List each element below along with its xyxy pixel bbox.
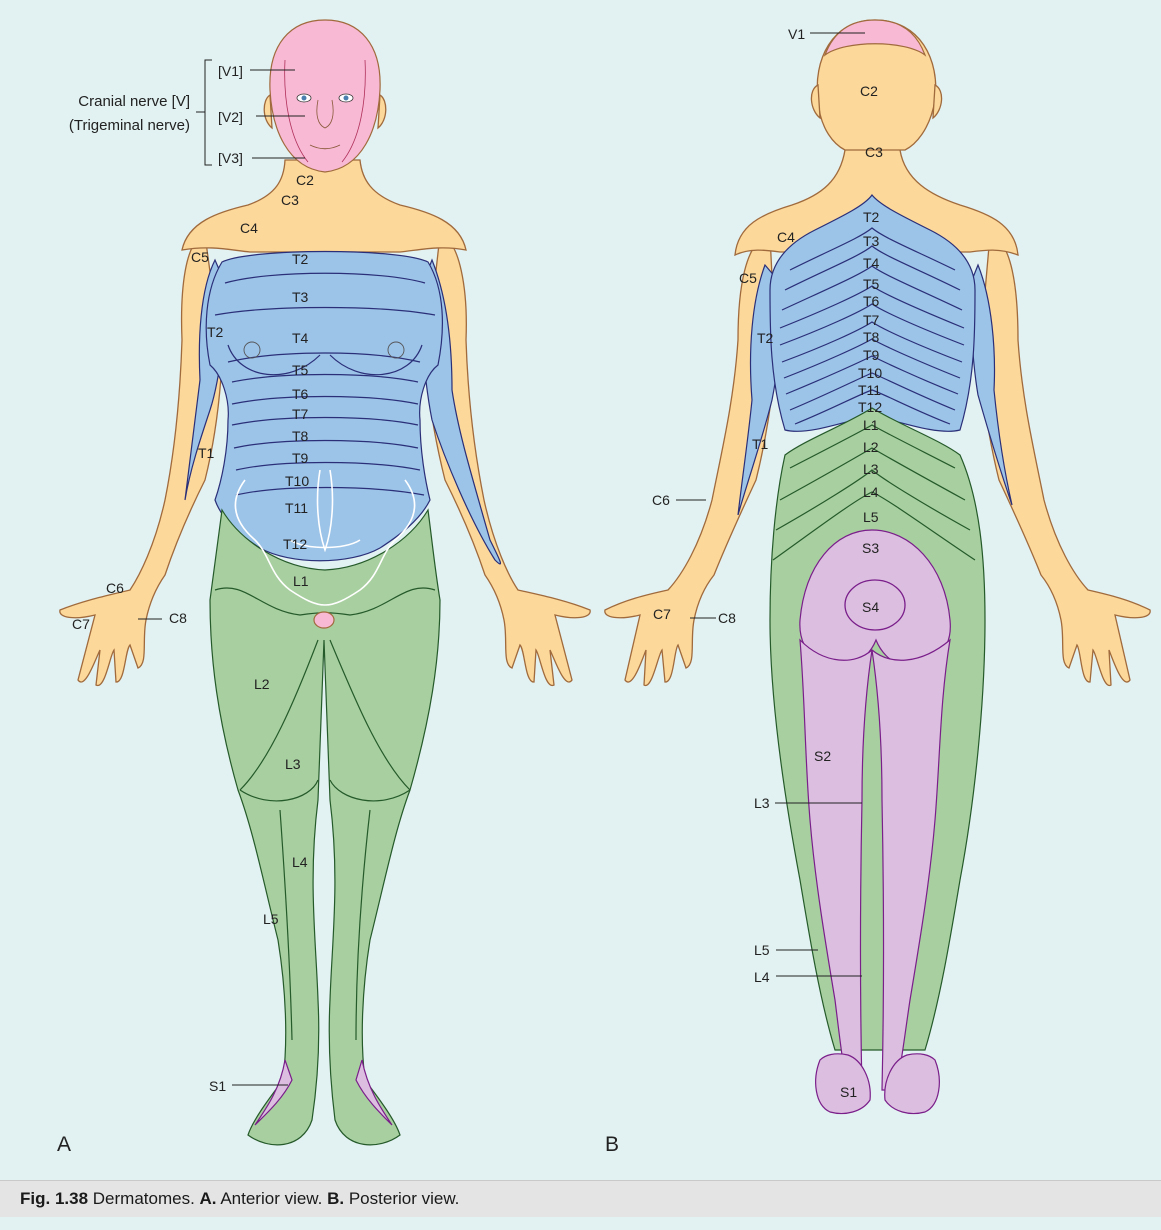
b-c2-label: C2: [860, 83, 878, 99]
b-l3-leg-label: L3: [754, 795, 770, 811]
posterior-head-v1: [823, 19, 927, 57]
b-t3-label: T3: [863, 233, 880, 249]
a-c4-label: C4: [240, 220, 258, 236]
a-t1-label: T1: [198, 445, 215, 461]
b-t1-label: T1: [752, 436, 769, 452]
v2-label: [V2]: [218, 109, 243, 125]
v1-label: [V1]: [218, 63, 243, 79]
a-t2-arm-label: T2: [207, 324, 224, 340]
b-t6-label: T6: [863, 293, 880, 309]
a-l5-label: L5: [263, 911, 279, 927]
posterior-right-arm: [978, 234, 1151, 686]
b-t5-label: T5: [863, 276, 880, 292]
pelvis-outline: [234, 469, 416, 606]
b-s3-label: S3: [862, 540, 879, 556]
anterior-leaders: [138, 59, 305, 1086]
cranial-nerve-label-2: (Trigeminal nerve): [69, 117, 190, 134]
b-s2-label: S2: [814, 748, 831, 764]
b-l5-leg-label: L5: [754, 942, 770, 958]
b-t4-label: T4: [863, 255, 880, 271]
posterior-labels: V1 C2 C3 C4 C5 T2 T1 C6 C7 C8 T2 T3 T4 T…: [605, 26, 883, 1156]
a-l2-label: L2: [254, 676, 270, 692]
caption-b-label: B.: [327, 1189, 345, 1208]
figure-caption: Fig. 1.38 Dermatomes. A. Anterior view. …: [0, 1180, 1161, 1217]
anterior-view: [59, 19, 591, 1146]
a-s1-label: S1: [209, 1078, 226, 1094]
b-s1-label: S1: [840, 1084, 857, 1100]
panel-b-label: B: [605, 1133, 619, 1156]
a-t7-label: T7: [292, 406, 309, 422]
posterior-right-foot: [884, 1053, 940, 1115]
anterior-labels: Cranial nerve [V] (Trigeminal nerve) [V1…: [57, 63, 314, 1156]
b-t2-label: T2: [863, 209, 880, 225]
a-l1-label: L1: [293, 573, 309, 589]
anterior-left-foot-s1: [254, 1059, 293, 1126]
posterior-lumbar: [769, 407, 986, 1051]
a-c3-label: C3: [281, 192, 299, 208]
posterior-left-foot: [815, 1053, 871, 1115]
a-t4-label: T4: [292, 330, 309, 346]
a-t3-label: T3: [292, 289, 309, 305]
b-l2-label: L2: [863, 439, 879, 455]
b-t12-label: T12: [858, 399, 882, 415]
a-c5-label: C5: [191, 249, 209, 265]
anterior-legs: [209, 508, 441, 1146]
caption-title: Dermatomes.: [92, 1189, 195, 1208]
b-t7-label: T7: [863, 312, 880, 328]
anterior-neck-shoulders: [181, 159, 467, 253]
anterior-right-foot-s1: [355, 1059, 393, 1126]
v3-label: [V3]: [218, 150, 243, 166]
posterior-left-arm: [604, 234, 777, 686]
b-c6-label: C6: [652, 492, 670, 508]
b-l4-label: L4: [863, 484, 879, 500]
b-c7-label: C7: [653, 606, 671, 622]
a-l3-label: L3: [285, 756, 301, 772]
a-c7-label: C7: [72, 616, 90, 632]
caption-b-text: Posterior view.: [348, 1189, 460, 1208]
anterior-thorax: [205, 250, 443, 562]
posterior-s2-legs: [799, 638, 951, 1091]
a-t5-label: T5: [292, 362, 309, 378]
b-s4-label: S4: [862, 599, 879, 615]
caption-a-label: A.: [199, 1189, 217, 1208]
b-t8-label: T8: [863, 329, 880, 345]
b-v1-label: V1: [788, 26, 805, 42]
anterior-ears: [263, 93, 387, 130]
caption-fig-number: Fig. 1.38: [20, 1189, 89, 1208]
anterior-face-trigeminal: [269, 19, 381, 173]
a-c2-label: C2: [296, 172, 314, 188]
a-l4-label: L4: [292, 854, 308, 870]
a-t2-label: T2: [292, 251, 309, 267]
b-c3-label: C3: [865, 144, 883, 160]
b-t11-label: T11: [858, 382, 881, 398]
posterior-leaders: [676, 32, 865, 977]
a-c8-label: C8: [169, 610, 187, 626]
b-c5-label: C5: [739, 270, 757, 286]
b-c8-label: C8: [718, 610, 736, 626]
b-t9-label: T9: [863, 347, 880, 363]
b-l1-label: L1: [863, 417, 879, 433]
a-c6-label: C6: [106, 580, 124, 596]
caption-a-text: Anterior view.: [220, 1189, 323, 1208]
b-c4-label: C4: [777, 229, 795, 245]
b-l4-leg-label: L4: [754, 969, 770, 985]
a-t6-label: T6: [292, 386, 309, 402]
a-t12-label: T12: [283, 536, 307, 552]
a-t11-label: T11: [285, 500, 308, 516]
b-l5-label: L5: [863, 509, 879, 525]
posterior-sacral: [799, 529, 951, 666]
a-t8-label: T8: [292, 428, 309, 444]
panel-a-label: A: [57, 1133, 71, 1156]
posterior-head: [816, 19, 937, 151]
b-l3-label: L3: [863, 461, 879, 477]
b-t10-label: T10: [858, 365, 882, 381]
dermatome-figure: Cranial nerve [V] (Trigeminal nerve) [V1…: [57, 19, 1151, 1156]
cranial-nerve-label-1: Cranial nerve [V]: [78, 93, 190, 110]
b-t2-arm-label: T2: [757, 330, 774, 346]
a-t9-label: T9: [292, 450, 309, 466]
a-t10-label: T10: [285, 473, 309, 489]
posterior-view: [604, 19, 1151, 1115]
